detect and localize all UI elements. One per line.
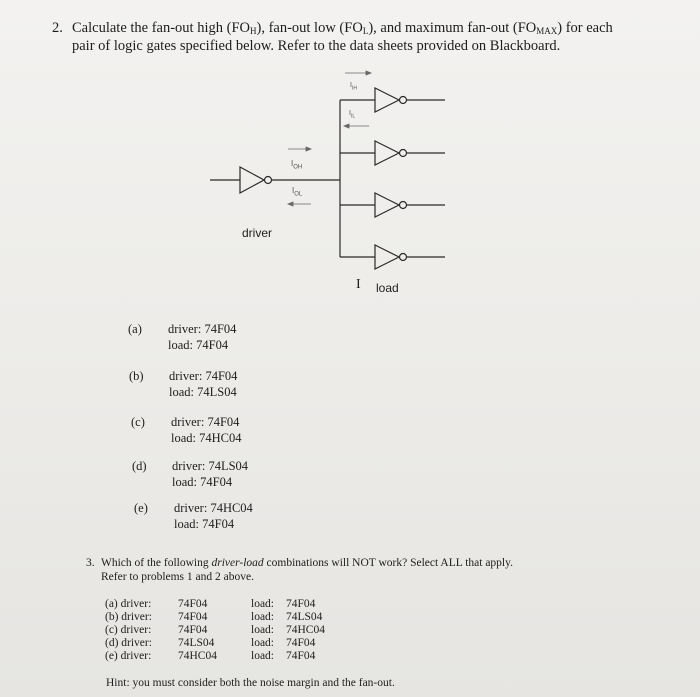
part-label: (e) <box>134 501 148 515</box>
part-label: (d) <box>132 459 147 473</box>
combo-driver: 74F04 <box>178 624 208 636</box>
question-2-line-1: Calculate the fan-out high (FOH), fan-ou… <box>72 20 613 36</box>
combo-driver: 74F04 <box>178 611 208 623</box>
part-driver: driver: 74HC04 <box>174 501 253 515</box>
part-label: (b) <box>129 369 144 383</box>
combo-label: (b) driver: <box>105 611 152 623</box>
combo-label: (c) driver: <box>105 624 152 636</box>
combo-load: 74F04 <box>286 650 316 662</box>
load-gate-3 <box>374 192 401 218</box>
part-load: load: 74F04 <box>168 338 229 352</box>
question-2-line-2: pair of logic gates specified below. Ref… <box>72 38 561 54</box>
part-load: load: 74F04 <box>172 475 233 489</box>
part-load: load: 74HC04 <box>171 431 242 445</box>
combo-load: 74LS04 <box>286 611 323 623</box>
part-label: (a) <box>128 322 142 336</box>
combo-load-label: load: <box>251 637 274 649</box>
ioh-label: IOH <box>291 159 303 171</box>
part-driver: driver: 74F04 <box>169 369 238 383</box>
combo-label: (a) driver: <box>105 598 152 610</box>
combo-load: 74F04 <box>286 598 316 610</box>
load-label: load <box>376 281 399 295</box>
iil-label: IIL <box>349 110 356 120</box>
question-3-line-2: Refer to problems 1 and 2 above. <box>101 571 254 583</box>
combo-label: (e) driver: <box>105 650 152 662</box>
combo-load: 74HC04 <box>286 624 325 636</box>
combo-load-label: load: <box>251 598 274 610</box>
part-load: load: 74LS04 <box>169 385 237 399</box>
iih-label: IIH <box>350 82 357 92</box>
combo-driver: 74LS04 <box>178 637 215 649</box>
combo-load-label: load: <box>251 611 274 623</box>
question-2-number: 2. <box>52 20 63 36</box>
driver-gate-bubble <box>263 175 273 185</box>
combo-driver: 74F04 <box>178 598 208 610</box>
load-gate-4 <box>374 244 401 270</box>
part-driver: driver: 74F04 <box>168 322 237 336</box>
combo-load: 74F04 <box>286 637 316 649</box>
iol-label: IOL <box>292 186 303 198</box>
fanout-circuit-diagram <box>210 70 445 270</box>
load-gate-2 <box>374 140 401 166</box>
part-load: load: 74F04 <box>174 517 235 531</box>
question-3-line-1: Which of the following driver-load combi… <box>101 557 514 569</box>
driver-label: driver <box>242 226 273 240</box>
driver-gate-triangle <box>239 165 266 195</box>
combo-label: (d) driver: <box>105 637 152 649</box>
part-driver: driver: 74F04 <box>171 415 240 429</box>
load-marker: I <box>356 277 361 292</box>
part-label: (c) <box>131 415 145 429</box>
combo-driver: 74HC04 <box>178 650 217 662</box>
question-3-number: 3. <box>86 557 95 569</box>
load-gate-1 <box>374 87 401 113</box>
combo-load-label: load: <box>251 650 274 662</box>
combo-load-label: load: <box>251 624 274 636</box>
part-driver: driver: 74LS04 <box>172 459 249 473</box>
hint-text: Hint: you must consider both the noise m… <box>106 677 395 689</box>
